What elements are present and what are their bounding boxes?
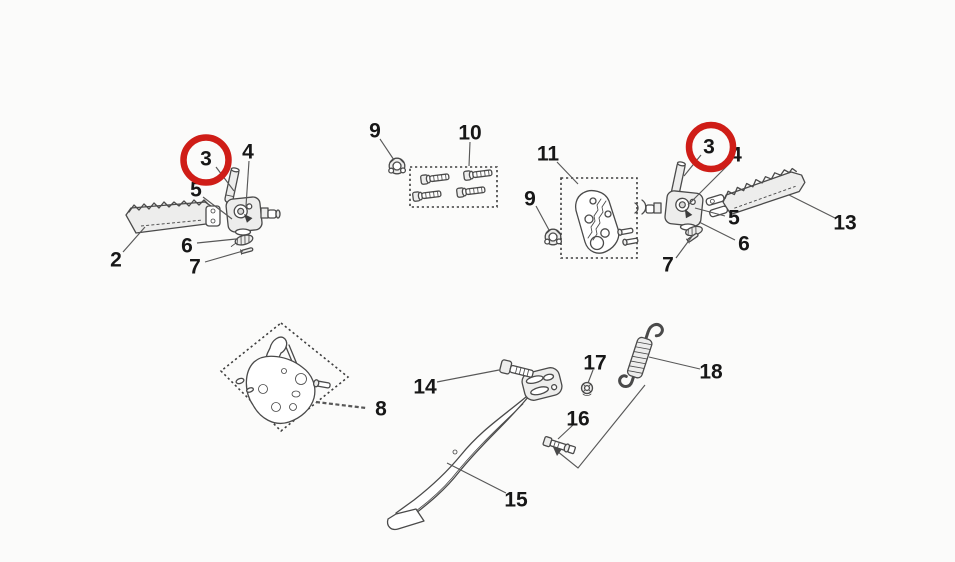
washer-left	[234, 228, 252, 236]
callout-17: 17	[583, 352, 606, 375]
leader-2	[122, 226, 146, 253]
callout-5-right: 5	[728, 207, 740, 230]
cotter-pin-left	[240, 247, 254, 255]
leader-17	[587, 369, 594, 384]
callout-11: 11	[537, 143, 560, 166]
leader-14	[436, 369, 500, 383]
callout-18: 18	[699, 361, 723, 384]
highlight-ring-right	[685, 121, 737, 173]
leader-15	[446, 462, 507, 494]
flange-nut-mid	[544, 228, 563, 246]
callout-4-left: 4	[242, 141, 254, 164]
callout-14: 14	[413, 376, 437, 399]
side-stand	[386, 367, 563, 531]
callout-labels: 2 3 4 5 6 7 9 10 11 9 3 4 5 6 7 13 8 14 …	[110, 120, 857, 512]
leader-4-left	[245, 160, 250, 207]
leader-13	[788, 194, 836, 219]
leader-6-left	[196, 238, 237, 244]
highlight-ring-left	[180, 134, 232, 186]
leader-3-right	[683, 154, 702, 177]
spring-left	[230, 234, 254, 247]
footpeg-right	[705, 167, 806, 218]
callout-3-right: 3	[703, 136, 715, 159]
leader-10	[468, 141, 471, 167]
hex-nut	[580, 381, 594, 396]
callout-15: 15	[504, 489, 528, 512]
callout-6-left: 6	[181, 235, 193, 258]
stop-bolt	[542, 436, 577, 455]
leader-7-right	[675, 234, 694, 259]
mount-bracket-left	[225, 196, 281, 236]
callout-9-top: 9	[369, 120, 381, 143]
leader-3-left	[215, 166, 235, 192]
flange-nut-top	[388, 157, 407, 175]
arrowhead	[553, 447, 562, 456]
callout-16: 16	[566, 408, 589, 431]
callout-6-right: 6	[738, 233, 750, 256]
mount-bracket-right	[634, 190, 704, 231]
mount-plate-kit	[560, 177, 639, 259]
leader-5-left	[202, 196, 233, 220]
callout-10: 10	[458, 122, 481, 145]
callout-3-left: 3	[200, 148, 212, 171]
footpeg-left	[125, 199, 221, 234]
leader-6-right	[698, 221, 736, 241]
callout-9-mid: 9	[524, 188, 536, 211]
leader-9-mid	[535, 205, 550, 231]
callout-8: 8	[375, 398, 387, 421]
callout-7-right: 7	[662, 254, 674, 277]
leader-16	[557, 424, 574, 440]
return-spring	[618, 323, 664, 388]
leader-5-right	[694, 207, 726, 217]
stand-bracket-kit	[219, 321, 350, 433]
leader-9-top	[379, 138, 395, 161]
bolt-kit	[409, 166, 498, 208]
leader-11	[556, 161, 579, 185]
leader-4-right	[687, 161, 732, 206]
callout-2: 2	[110, 249, 122, 272]
callout-13: 13	[833, 212, 856, 235]
leader-18	[648, 356, 701, 370]
leader-7-left	[204, 250, 244, 263]
callout-7-left: 7	[189, 256, 201, 279]
leader-lines	[122, 138, 836, 494]
spring-attachment-line	[556, 384, 646, 469]
leader-8	[315, 400, 367, 410]
pivot-bolt	[499, 359, 534, 378]
